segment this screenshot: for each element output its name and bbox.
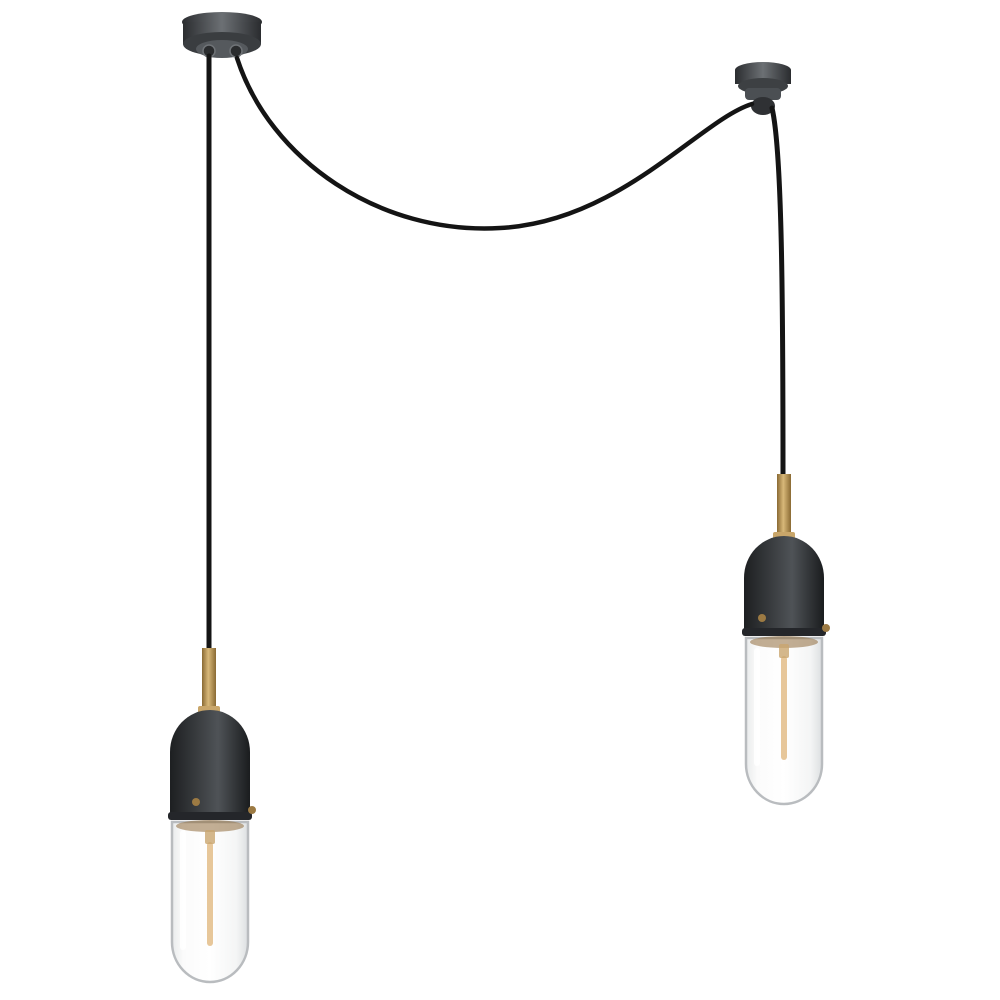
glass-highlight xyxy=(754,648,760,766)
socket-housing xyxy=(170,710,250,818)
ceiling-canopy-left xyxy=(182,12,262,58)
cord-swag xyxy=(234,55,755,231)
filament xyxy=(781,656,787,760)
set-screw xyxy=(192,798,200,806)
cord-grip xyxy=(751,97,775,115)
brass-stem xyxy=(202,648,216,712)
canopy-hub xyxy=(745,88,781,100)
pendant-lamp-right xyxy=(742,474,830,806)
side-screw xyxy=(248,806,256,814)
ceiling-canopy-right xyxy=(735,62,791,115)
housing-rim xyxy=(168,812,252,820)
glass-highlight xyxy=(180,830,186,950)
cords xyxy=(206,53,786,653)
socket-housing xyxy=(744,536,824,632)
set-screw xyxy=(758,614,766,622)
bulb-base xyxy=(750,636,818,648)
bulb-base xyxy=(176,820,244,832)
filament-mount xyxy=(205,830,215,844)
housing-rim xyxy=(742,628,826,636)
side-screw xyxy=(822,624,830,632)
filament-mount xyxy=(779,644,789,658)
brass-stem xyxy=(777,474,791,538)
pendant-lamp-left xyxy=(168,648,256,984)
filament xyxy=(207,842,213,946)
cord-right-drop xyxy=(769,105,786,481)
cord-grip-right xyxy=(229,44,243,58)
